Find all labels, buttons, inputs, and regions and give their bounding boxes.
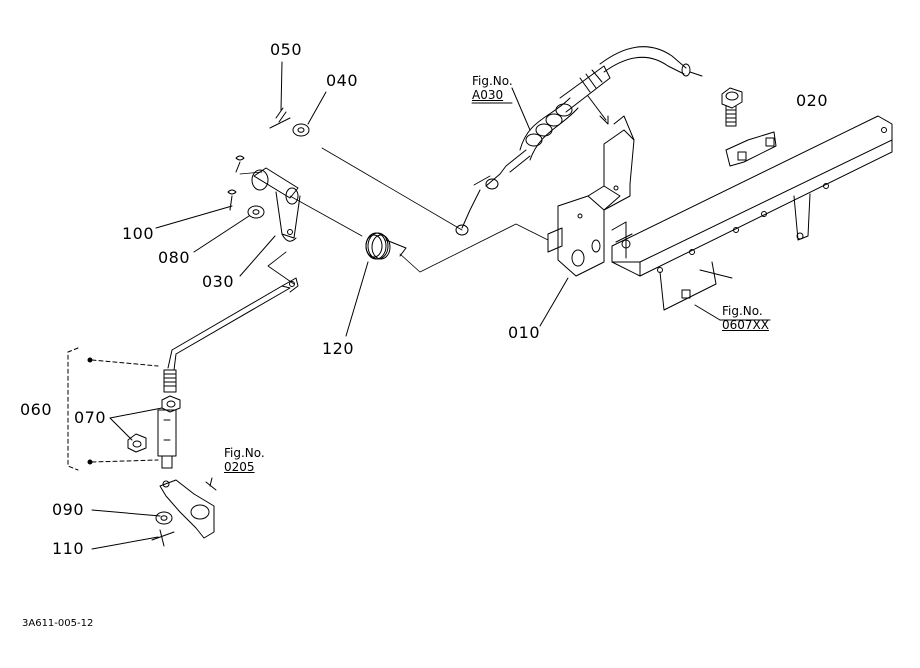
- fig-ref-number: 0205: [224, 460, 255, 474]
- split-pin-050: [269, 107, 291, 129]
- rod-assembly-060: [157, 277, 299, 457]
- fig-ref-0205: Fig.No. 0205: [224, 446, 265, 474]
- pin-110: [151, 529, 175, 547]
- diagram-code: 3A611-005-12: [22, 618, 94, 629]
- cable-assembly: [455, 46, 703, 236]
- fig-ref-prefix: Fig.No.: [722, 304, 763, 318]
- part-label-010: 010: [508, 323, 541, 342]
- fig-ref-a030: Fig.No. A030: [472, 74, 513, 102]
- leader-lines: [91, 61, 771, 550]
- part-label-050: 050: [270, 40, 303, 59]
- fig-ref-prefix: Fig.No.: [472, 74, 513, 88]
- bullet-dot: [87, 459, 93, 465]
- part-label-020: 020: [796, 91, 829, 110]
- lever-arm-030: [251, 167, 301, 242]
- fig-ref-number: 0607XX: [722, 318, 769, 332]
- part-label-060: 060: [20, 400, 53, 419]
- washer-040: [292, 123, 310, 137]
- part-label-070: 070: [74, 408, 107, 427]
- part-label-080: 080: [158, 248, 191, 267]
- fig-ref-number: A030: [472, 88, 504, 102]
- clip-100: [227, 155, 245, 211]
- washer-090: [155, 511, 173, 525]
- nut-070-side: [127, 433, 147, 453]
- part-label-040: 040: [326, 71, 359, 90]
- lower-bracket: [159, 477, 217, 539]
- part-label-030: 030: [202, 272, 235, 291]
- fig-ref-0607xx: Fig.No. 0607XX: [722, 304, 769, 332]
- pedal-bracket-010: [547, 115, 635, 277]
- part-label-120: 120: [322, 339, 355, 358]
- part-label-100: 100: [122, 224, 155, 243]
- part-label-110: 110: [52, 539, 85, 558]
- group-bracket-060: [67, 347, 159, 471]
- connection-lines: [239, 147, 549, 285]
- part-label-090: 090: [52, 500, 85, 519]
- frame-rail: [611, 115, 893, 311]
- bullet-dot: [87, 357, 93, 363]
- nut-070-top: [161, 395, 181, 413]
- spring-120: [365, 232, 407, 260]
- fig-ref-prefix: Fig.No.: [224, 446, 265, 460]
- pin-lower: [161, 455, 173, 469]
- washer-080: [247, 205, 265, 219]
- bolt-020: [721, 87, 743, 127]
